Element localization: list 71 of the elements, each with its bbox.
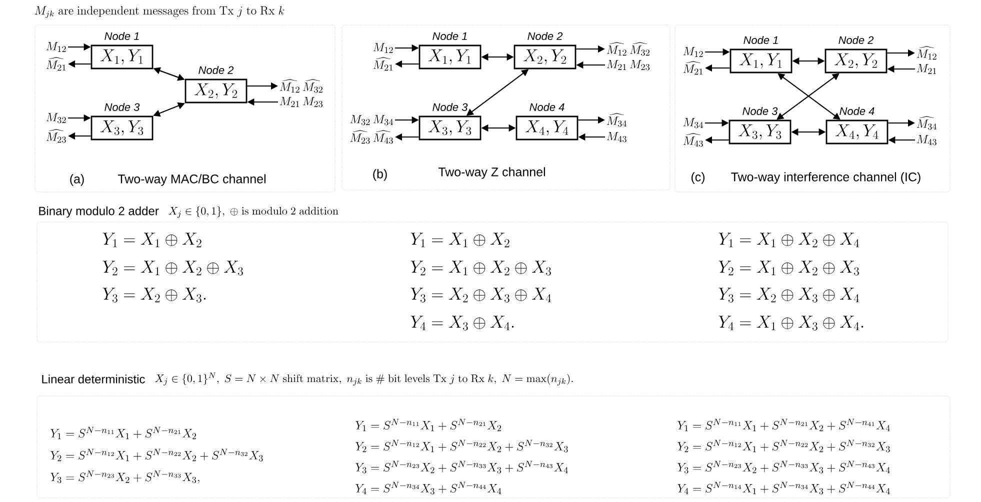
equation: $Y_1 = X_1 \oplus X_2$ — [410, 232, 510, 248]
message-label: $\widehat{M_{21}}$ — [46, 57, 66, 71]
equation: $Y_4 = X_3 \oplus X_4.$ — [410, 316, 514, 330]
node-box: $X_3, Y_3$ — [90, 116, 154, 140]
equation: $Y_1 = X_1 \oplus X_2$ — [102, 232, 202, 248]
section-heading: Binary modulo 2 adder — [39, 206, 159, 218]
equation: $Y_4 = X_1 \oplus X_3 \oplus X_4.$ — [718, 316, 864, 330]
equation: $Y_4 = S^{N-n_{14}} X_1 + S^{N-n_{34}} X_3 + S^{N-n_{44}} X_4$ — [678, 482, 890, 494]
node-box: $X_2, Y_2$ — [184, 78, 248, 104]
node-label: Node 1 — [744, 36, 778, 44]
node-label: Node 4 — [530, 102, 564, 112]
message-label: $M_{21}\,M_{23}$ — [606, 60, 650, 70]
message-label: $\widehat{M_{12}}$ — [916, 46, 936, 60]
node-label: Node 3 — [742, 106, 778, 116]
node-label: Node 1 — [432, 32, 467, 40]
message-label: $\widehat{M_{12}}\,\widehat{M_{32}}$ — [280, 79, 322, 93]
equation: $Y_2 = X_1 \oplus X_2 \oplus X_3$ — [718, 260, 859, 276]
node-box: $X_1, Y_1$ — [90, 44, 154, 70]
node-box: $X_4, Y_4$ — [516, 116, 578, 140]
node-label: Node 4 — [840, 106, 874, 116]
equation: $Y_3 = X_2 \oplus X_3 \oplus X_4$ — [718, 288, 860, 302]
message-label: $\widehat{M_{21}}$ — [683, 61, 703, 75]
message-label: $M_{43}$ — [606, 132, 626, 142]
equation: $Y_3 = X_2 \oplus X_3 \oplus X_4$ — [410, 288, 552, 302]
message-label: $M_{21}$ — [916, 64, 936, 74]
message-label: $M_{32}$ — [46, 113, 66, 124]
message-label: $\widehat{M_{34}}$ — [606, 113, 627, 127]
equation: $Y_2 = X_1 \oplus X_2 \oplus X_3$ — [410, 260, 551, 276]
note: $X_j \in \{0,1\},\ \oplus\ \mathrm{is\ modulo\ 2\ addition}$ — [168, 206, 338, 218]
equation: $Y_2 = S^{N-n_{12}} X_1 + S^{N-n_{22}} X_2 + S^{N-n_{32}} X_3$ — [678, 440, 890, 452]
message-label: $\widehat{M_{23}}$ — [46, 129, 66, 143]
equation: $Y_2 = X_1 \oplus X_2 \oplus X_3$ — [102, 260, 243, 276]
message-label: $\widehat{M_{43}}$ — [683, 133, 703, 147]
node-label: Node 1 — [104, 32, 139, 40]
equation: $Y_1 = X_1 \oplus X_2 \oplus X_4$ — [718, 232, 860, 248]
node-label: Node 2 — [198, 66, 234, 74]
node-label: Node 2 — [528, 32, 563, 40]
note: $X_j \in \{0,1\}^N,\ S = N \times N\ \mathrm{shift\ matrix},\ n_{jk}\ \mathrm{is}\ \#\ \mathrm{bit\ levels\ Tx}\ j\ \mathrm{to\ Rx}\ k,\ N = \max(n_{jk}).$ — [154, 372, 573, 386]
equation: $Y_3 = S^{N-n_{23}} X_2 + S^{N-n_{33}} X_3 + S^{N-n_{43}} X_4$ — [678, 460, 890, 474]
node-label: Node 2 — [838, 36, 874, 44]
node-box: $X_1, Y_1$ — [730, 48, 792, 74]
node-box: $X_4, Y_4$ — [826, 120, 888, 144]
node-box: $X_3, Y_3$ — [728, 120, 792, 144]
equation: $Y_1 = S^{N-n_{11}} X_1 + S^{N-n_{21}} X_2 + S^{N-n_{41}} X_4$ — [678, 418, 890, 432]
equation: $Y_4 = S^{N-n_{34}} X_3 + S^{N-n_{44}} X_4$ — [356, 482, 502, 494]
message-label: $M_{21}\,M_{23}$ — [280, 97, 323, 108]
equation: $Y_1 = S^{N-n_{11}} X_1 + S^{N-n_{21}} X_2$ — [50, 426, 196, 440]
equation: $Y_1 = S^{N-n_{11}} X_1 + S^{N-n_{21}} X_2$ — [356, 418, 501, 432]
message-label: $\widehat{M_{34}}$ — [916, 116, 937, 130]
message-label: $\widehat{M_{12}}\,\widehat{M_{32}}$ — [606, 42, 650, 56]
message-label: $M_{12}$ — [46, 42, 66, 52]
equation: $Y_3 = X_2 \oplus X_3.$ — [102, 288, 206, 302]
node-label: Node 3 — [432, 102, 468, 112]
message-label: $M_{43}$ — [916, 135, 936, 146]
node-box: $X_2, Y_2$ — [824, 48, 888, 74]
node-box: $X_2, Y_2$ — [514, 44, 576, 70]
equation: $Y_3 = S^{N-n_{23}} X_2 + S^{N-n_{33}} X_3 + S^{N-n_{43}} X_4$ — [356, 460, 568, 474]
node-box: $X_3, Y_3$ — [418, 116, 482, 140]
message-label: $M_{34}$ — [683, 118, 704, 128]
node-box: $X_1, Y_1$ — [418, 44, 482, 70]
node-label: Node 3 — [104, 102, 140, 112]
message-label: $M_{32}\,M_{34}$ — [350, 115, 394, 126]
equation: $Y_2 = S^{N-n_{12}} X_1 + S^{N-n_{22}} X_2 + S^{N-n_{32}} X_3$ — [50, 448, 263, 462]
message-label: $\widehat{M_{21}}$ — [373, 57, 393, 71]
equation: $Y_2 = S^{N-n_{12}} X_1 + S^{N-n_{22}} X_2 + S^{N-n_{32}} X_3$ — [356, 440, 568, 452]
message-label: $M_{12}$ — [683, 47, 703, 57]
note: $M_{jk}\ \mathrm{are\ independent\ messages\ from\ Tx}\ j\ \mathrm{to\ Rx}\ k$ — [34, 6, 284, 18]
message-label: $\widehat{M_{23}}\,\widehat{M_{43}}$ — [350, 130, 393, 144]
message-label: $M_{12}$ — [373, 43, 393, 53]
section-heading: Linear deterministic — [42, 374, 145, 384]
equation: $Y_3 = S^{N-n_{23}} X_2 + S^{N-n_{33}} X_3,$ — [50, 470, 200, 484]
